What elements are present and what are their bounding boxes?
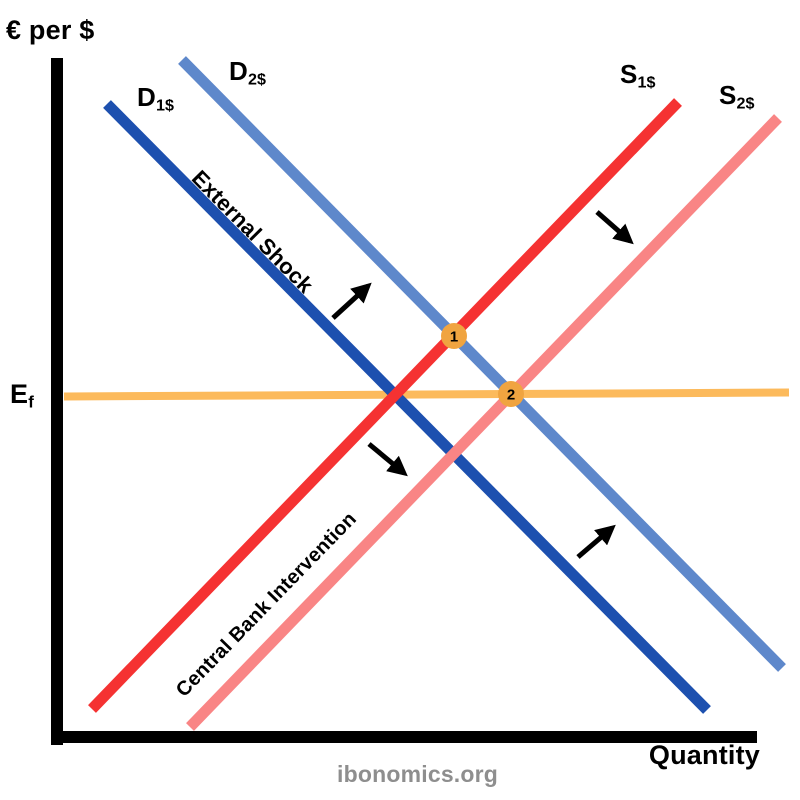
- fixed-rate-label: Ef: [10, 379, 34, 412]
- supply-shift-arrow-top: [595, 210, 634, 245]
- curve-label-d1: D1$: [137, 83, 174, 115]
- curve-label-d2-sub: 2$: [247, 70, 266, 89]
- point-2-number: 2: [507, 387, 515, 404]
- curve-label-s2-sub: 2$: [736, 94, 755, 113]
- demand-shift-arrow-top: [331, 282, 372, 320]
- equilibrium-point-2: [498, 381, 524, 407]
- curve-label-d1-base: D: [137, 82, 156, 112]
- demand-shift-arrow-bottom: [576, 524, 616, 559]
- curve-label-s2-base: S: [719, 80, 737, 110]
- demand-curve-1: [103, 100, 711, 714]
- point-1-number: 1: [450, 329, 458, 346]
- equilibrium-point-1: [441, 323, 467, 349]
- curve-label-s1: S1$: [620, 60, 655, 92]
- curve-label-d1-sub: 1$: [155, 96, 174, 115]
- supply-shift-arrow-bottom: [367, 442, 408, 477]
- fixed-rate-line: [63, 388, 790, 401]
- curve-label-s1-sub: 1$: [637, 73, 656, 92]
- fixed-rate-label-base: E: [10, 379, 29, 409]
- fixed-rate-label-sub: f: [28, 392, 34, 412]
- curve-label-s1-base: S: [620, 59, 638, 89]
- curve-label-d2-base: D: [229, 56, 248, 86]
- x-axis-label: Quantity: [648, 740, 760, 770]
- supply-curve-1: [88, 98, 682, 713]
- demand-curve-2: [178, 56, 786, 672]
- curve-label-s2: S2$: [719, 81, 754, 113]
- curve-label-d2: D2$: [229, 57, 266, 89]
- watermark-text: ibonomics.org: [337, 761, 499, 787]
- y-axis-label: € per $: [6, 15, 95, 45]
- supply-curve-2: [186, 114, 782, 731]
